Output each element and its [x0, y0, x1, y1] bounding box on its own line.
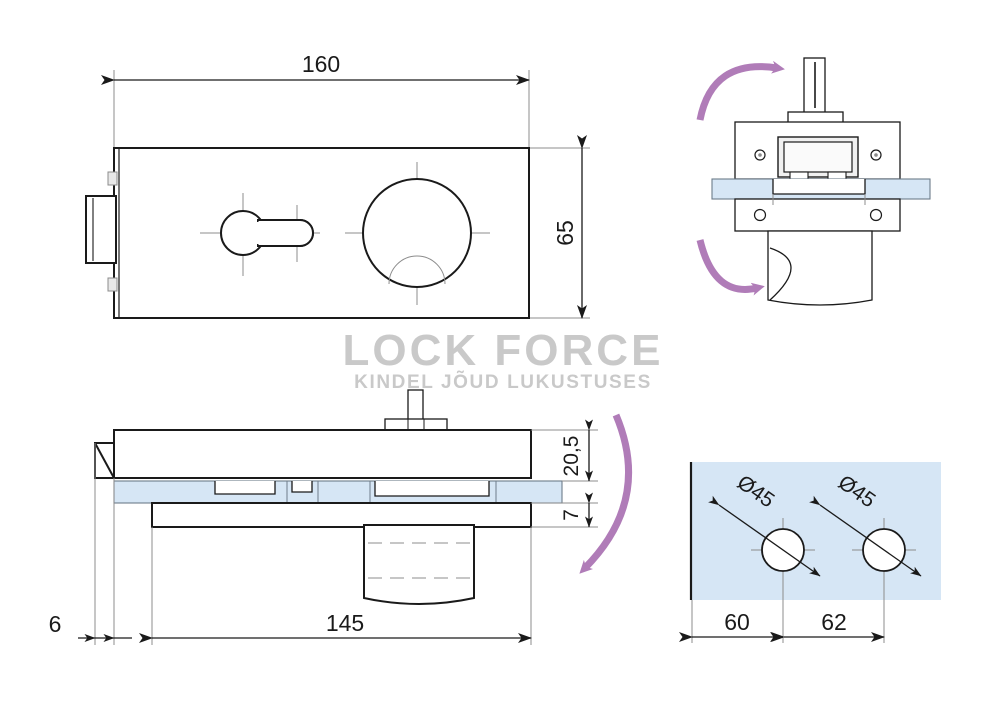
view-assembly-end [696, 57, 931, 306]
keyhole-slot-outline [258, 219, 314, 247]
dimension-7: 7 [560, 492, 593, 528]
watermark-title: LOCK FORCE [343, 326, 664, 375]
dimension-7-label: 7 [560, 509, 583, 521]
latch-bolt-block [85, 195, 117, 264]
dimension-160: 160 [101, 51, 530, 85]
view-side-section: 20,5 7 145 6 [49, 389, 633, 645]
watermark: LOCK FORCE KINDEL JÕUD LUKUSTUSES [343, 326, 664, 393]
iso-bolt-hole-right [869, 208, 883, 222]
dimension-145-label: 145 [326, 610, 364, 636]
detail-hole-right-dimline [809, 495, 922, 577]
side-upper-housing [113, 429, 532, 479]
iso-bolt-hole-left [753, 208, 767, 222]
detail-hole-left-dimline [708, 495, 821, 577]
iso-cylinder-body [767, 230, 873, 306]
rotation-arrow-top [696, 60, 785, 121]
fixing-tab-top [107, 171, 118, 186]
iso-cam-cutout [769, 247, 792, 301]
view-front-elevation: 160 65 [85, 51, 590, 319]
fixing-tab-bottom [107, 277, 118, 292]
dimension-60: 60 [679, 609, 784, 642]
glass-cutout-mid [291, 481, 313, 493]
detail-glass-panel [690, 462, 941, 600]
iso-glass-cutout [772, 179, 866, 195]
dimension-145: 145 [139, 610, 532, 643]
glass-cutout-left [214, 481, 276, 495]
rotation-arrow-side [579, 413, 633, 574]
side-latch-chamfer [94, 442, 115, 479]
dimension-65-label: 65 [552, 220, 578, 246]
iso-inner-block-face [783, 141, 853, 173]
dimension-6-label: 6 [49, 611, 62, 637]
dimension-65: 65 [552, 135, 587, 319]
rotation-arrow-bottom [696, 239, 765, 296]
side-lower-plate [151, 502, 532, 528]
watermark-subtitle: KINDEL JÕUD LUKUSTUSES [354, 371, 652, 393]
dimension-160-label: 160 [302, 51, 340, 77]
glass-pane-side [113, 480, 563, 504]
view-glass-detail: Ø45 Ø45 60 62 [679, 462, 941, 643]
dimension-60-label: 60 [724, 609, 750, 635]
cylinder-housing [363, 524, 475, 605]
dimension-6: 6 [49, 611, 132, 642]
bore-inner-arc [388, 255, 446, 285]
glass-cutout-right [374, 481, 490, 497]
dimension-20-5-label: 20,5 [560, 436, 583, 477]
dimension-62-label: 62 [821, 609, 847, 635]
spindle-shaft [407, 389, 424, 423]
dimension-62: 62 [771, 609, 885, 642]
dimension-20-5: 20,5 [560, 419, 593, 482]
iso-screw-top-right-core [874, 153, 878, 157]
iso-screw-top-left-core [758, 153, 762, 157]
large-bore-circle [362, 178, 472, 288]
